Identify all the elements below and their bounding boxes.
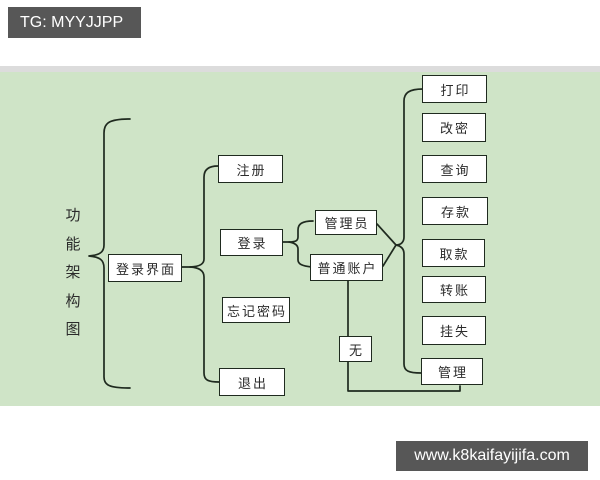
node-deposit: 存款 [422,197,488,225]
node-query: 查询 [422,155,487,183]
top-divider-strip [0,66,600,72]
node-change-password: 改密 [422,113,486,142]
brace-root [88,118,131,389]
node-manage: 管理 [421,358,483,385]
node-withdraw: 取款 [422,239,485,267]
node-print: 打印 [422,75,487,103]
node-register: 注册 [218,155,283,183]
brace-login-ui-children [189,165,220,383]
watermark-url-banner: www.k8kaifayijifa.com [396,441,588,471]
node-admin: 管理员 [315,210,377,235]
node-none: 无 [339,336,372,362]
node-exit: 退出 [219,368,285,396]
brace-login-accounts [288,220,314,268]
node-transfer: 转账 [422,276,486,303]
line-none-to-manage [347,361,461,392]
node-forgot-password: 忘记密码 [222,297,290,323]
telegram-tag-text: TG: MYYJJPP [20,13,124,31]
node-login: 登录 [220,229,283,256]
node-normal-account: 普通账户 [310,254,383,281]
watermark-url-text: www.k8kaifayijifa.com [414,447,570,464]
node-report-loss: 挂失 [422,316,486,345]
telegram-tag-banner: TG: MYYJJPP [8,7,141,38]
node-login-interface: 登录界面 [108,254,182,282]
diagram-title: 功能架构图 [65,208,81,338]
brace-accounts-functions [395,88,424,374]
diagram-canvas [0,72,600,406]
